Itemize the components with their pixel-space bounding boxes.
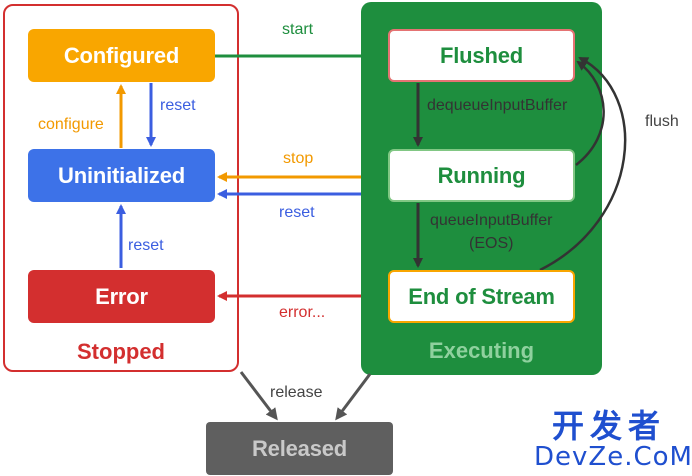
stopped-group xyxy=(3,4,239,372)
flush-eos-arrow xyxy=(539,56,627,272)
queue-eos-label: queueInputBuffer (EOS) xyxy=(430,209,552,255)
configure-label: configure xyxy=(38,116,104,133)
stopped-group-label: Stopped xyxy=(77,339,165,364)
configured-state: Configured xyxy=(28,29,215,82)
executing-group-label: Executing xyxy=(428,338,535,363)
queue-eos-label-line1: queueInputBuffer xyxy=(430,212,553,229)
watermark-line1: 开发者 xyxy=(551,407,666,445)
reset-configured-label: reset xyxy=(160,97,196,114)
release-stopped-arrow xyxy=(239,371,278,421)
release-executing-arrow xyxy=(335,373,372,421)
flush-running-arrow xyxy=(575,60,605,166)
watermark-line2: DevZe.CoM xyxy=(534,442,692,472)
flush-label: flush xyxy=(645,113,679,130)
error-label: error... xyxy=(279,304,326,321)
release-label: release xyxy=(270,384,323,401)
reset-error-label: reset xyxy=(128,237,164,254)
running-state: Running xyxy=(388,149,575,202)
flushed-state: Flushed xyxy=(388,29,575,82)
reset-executing-label: reset xyxy=(279,204,315,221)
stop-label: stop xyxy=(283,150,314,167)
dequeue-label: dequeueInputBuffer xyxy=(427,97,568,114)
end-of-stream-state: End of Stream xyxy=(388,270,575,323)
watermark-logo: 开发者 DevZe.CoM xyxy=(534,407,692,472)
queue-eos-label-line2: (EOS) xyxy=(469,235,514,252)
error-state: Error xyxy=(28,270,215,323)
released-state: Released xyxy=(206,422,393,475)
start-label: start xyxy=(282,21,314,38)
uninitialized-state: Uninitialized xyxy=(28,149,215,202)
